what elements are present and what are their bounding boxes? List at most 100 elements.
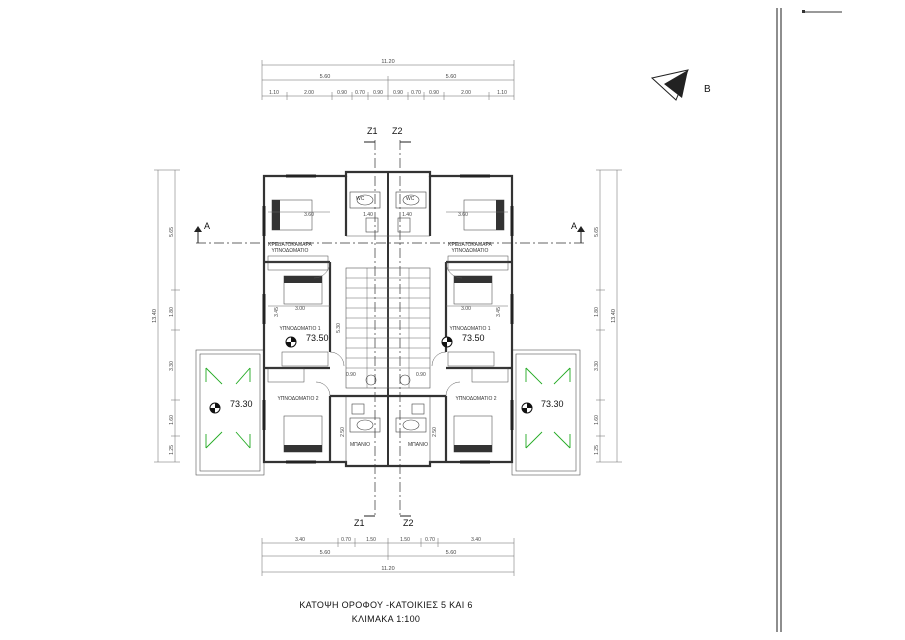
section-z1-top: Z1 — [367, 126, 378, 136]
top-dim-part: 0.70 — [355, 90, 365, 96]
terrace-right — [511, 349, 581, 476]
level-marker-floor-left: 73.50 — [285, 333, 329, 348]
dim-tr-wc: 1.40 — [402, 212, 412, 218]
level-value: 73.30 — [541, 399, 564, 409]
north-label: B — [704, 84, 711, 95]
room-label-bed2-left: ΥΠΝΟΔΩΜΑΤΙΟ 2 — [277, 396, 318, 402]
level-value: 73.50 — [306, 333, 329, 343]
top-dim-part: 0.90 — [393, 90, 403, 96]
level-marker-icon — [441, 336, 453, 348]
north-arrow-icon: B — [650, 69, 711, 101]
windows — [262, 174, 514, 464]
dim-landing-left: 0.90 — [346, 372, 356, 378]
room-label-top-right: ΚΡΕΒΑΤΟΚΑΜΑΡΑ — [448, 242, 492, 248]
right-dim-overall: 13.40 — [611, 309, 617, 323]
top-dim-part: 0.70 — [411, 90, 421, 96]
bottom-dim-part: 0.70 — [425, 537, 435, 543]
door-swings — [313, 261, 463, 397]
bottom-dim-half-left: 5.60 — [320, 550, 331, 556]
level-value: 73.50 — [462, 333, 485, 343]
top-dim-part: 1.10 — [269, 90, 279, 96]
top-dim-part: 2.00 — [461, 90, 471, 96]
room-dimension-labels: 3.60 3.60 1.40 1.40 3.00 3.00 3.45 3.45 … — [268, 211, 508, 437]
bottom-dim-half-right: 5.60 — [446, 550, 457, 556]
caption-scale: ΚΛΙΜΑΚΑ 1:100 — [352, 614, 420, 624]
dim-tr-width: 3.60 — [458, 212, 468, 218]
left-dim-part: 1.60 — [169, 415, 175, 425]
right-dim-part: 1.25 — [594, 445, 600, 455]
dim-tl-wc: 1.40 — [363, 212, 373, 218]
bed-icon — [463, 199, 505, 231]
bottom-dim-overall: 11.20 — [381, 566, 394, 572]
top-dim-half-right: 5.60 — [446, 74, 457, 80]
bed-icon — [283, 275, 323, 305]
bed-icon — [453, 415, 493, 453]
bottom-dim-part: 1.50 — [366, 537, 376, 543]
room-label-top-left: ΚΡΕΒΑΤΟΚΑΜΑΡΑ — [268, 242, 312, 248]
room-label-bath-left: ΜΠΑΝΙΟ — [350, 442, 370, 448]
bottom-dim-part: 0.70 — [341, 537, 351, 543]
room-sublabel-top-left: ΥΠΝΟΔΩΜΑΤΙΟ — [272, 248, 309, 254]
room-label-bed2-right: ΥΠΝΟΔΩΜΑΤΙΟ 2 — [455, 396, 496, 402]
level-marker-terrace-left: 73.30 — [209, 399, 253, 414]
dim-b1-left-h: 3.45 — [274, 307, 280, 317]
top-dim-half-left: 5.60 — [320, 74, 331, 80]
caption-title: ΚΑΤΟΨΗ ΟΡΟΦΟΥ -ΚΑΤΟΙΚΙΕΣ 5 ΚΑΙ 6 — [299, 600, 472, 610]
room-sublabel-top-right: ΥΠΝΟΔΩΜΑΤΙΟ — [452, 248, 489, 254]
room-label-bed1-left: ΥΠΝΟΔΩΜΑΤΙΟ 1 — [279, 326, 320, 332]
stair-right — [388, 268, 430, 388]
dim-bath-right: 2.50 — [432, 427, 438, 437]
top-dim-overall: 11.20 — [381, 59, 394, 65]
dim-b1-right-w: 3.00 — [461, 306, 471, 312]
terrace-left — [195, 349, 265, 476]
dim-bath-left: 2.50 — [340, 427, 346, 437]
sheet-frame — [776, 8, 842, 632]
section-z1-bottom: Z1 — [354, 518, 365, 528]
top-dim-part: 0.90 — [429, 90, 439, 96]
bed-icon — [283, 415, 323, 453]
section-line-a: A A — [194, 221, 585, 244]
drawing-caption: ΚΑΤΟΨΗ ΟΡΟΦΟΥ -ΚΑΤΟΙΚΙΕΣ 5 ΚΑΙ 6 ΚΛΙΜΑΚΑ… — [299, 600, 472, 624]
dim-landing-right: 0.90 — [416, 372, 426, 378]
section-lines-z: Z1 Z2 Z1 Z2 — [354, 126, 414, 528]
right-dimensions: 5.65 1.80 3.30 1.60 1.25 13.40 — [594, 169, 622, 463]
room-label-wc-left: WC — [356, 196, 365, 202]
bottom-dimensions: 3.40 0.70 1.50 1.50 0.70 3.40 5.60 5.60 … — [261, 537, 515, 576]
level-marker-floor-right: 73.50 — [441, 333, 485, 348]
wardrobe-icon — [267, 255, 509, 383]
dim-b1-left-w: 3.00 — [295, 306, 305, 312]
right-dim-part: 1.60 — [594, 415, 600, 425]
bottom-dim-part: 3.40 — [295, 537, 305, 543]
left-dim-overall: 13.40 — [152, 309, 158, 323]
left-dim-part: 3.30 — [169, 361, 175, 371]
level-value: 73.30 — [230, 399, 253, 409]
room-label-bed1-right: ΥΠΝΟΔΩΜΑΤΙΟ 1 — [449, 326, 490, 332]
level-marker-icon — [521, 402, 533, 414]
top-dim-part: 2.00 — [304, 90, 314, 96]
room-label-bath-right: ΜΠΑΝΙΟ — [408, 442, 428, 448]
left-dim-part: 1.25 — [169, 445, 175, 455]
level-marker-icon — [209, 402, 221, 414]
section-z2-top: Z2 — [392, 126, 403, 136]
top-dim-part: 0.90 — [337, 90, 347, 96]
stair-left — [346, 268, 388, 388]
level-marker-terrace-right: 73.30 — [521, 399, 564, 414]
left-dim-part: 5.65 — [169, 227, 175, 237]
bed-icon — [453, 275, 493, 305]
bottom-dim-part: 3.40 — [471, 537, 481, 543]
dim-b1-right-h: 3.45 — [496, 307, 502, 317]
top-dimensions: 11.20 5.60 5.60 1.10 2.00 0.90 0.70 0.90… — [261, 59, 515, 100]
wc-fixtures — [349, 191, 427, 433]
bottom-dim-part: 1.50 — [400, 537, 410, 543]
right-dim-part: 1.80 — [594, 307, 600, 317]
dim-stair: 5.30 — [336, 323, 342, 333]
room-labels: ΚΡΕΒΑΤΟΚΑΜΑΡΑ ΥΠΝΟΔΩΜΑΤΙΟ ΚΡΕΒΑΤΟΚΑΜΑΡΑ … — [268, 196, 497, 448]
right-dim-part: 5.65 — [594, 227, 600, 237]
left-dimensions: 13.40 5.65 1.80 3.30 1.60 1.25 — [152, 169, 180, 463]
top-dim-part: 1.10 — [497, 90, 507, 96]
section-a-left-label: A — [204, 221, 210, 231]
right-dim-part: 3.30 — [594, 361, 600, 371]
bed-icon — [271, 199, 313, 231]
left-dim-part: 1.80 — [169, 307, 175, 317]
